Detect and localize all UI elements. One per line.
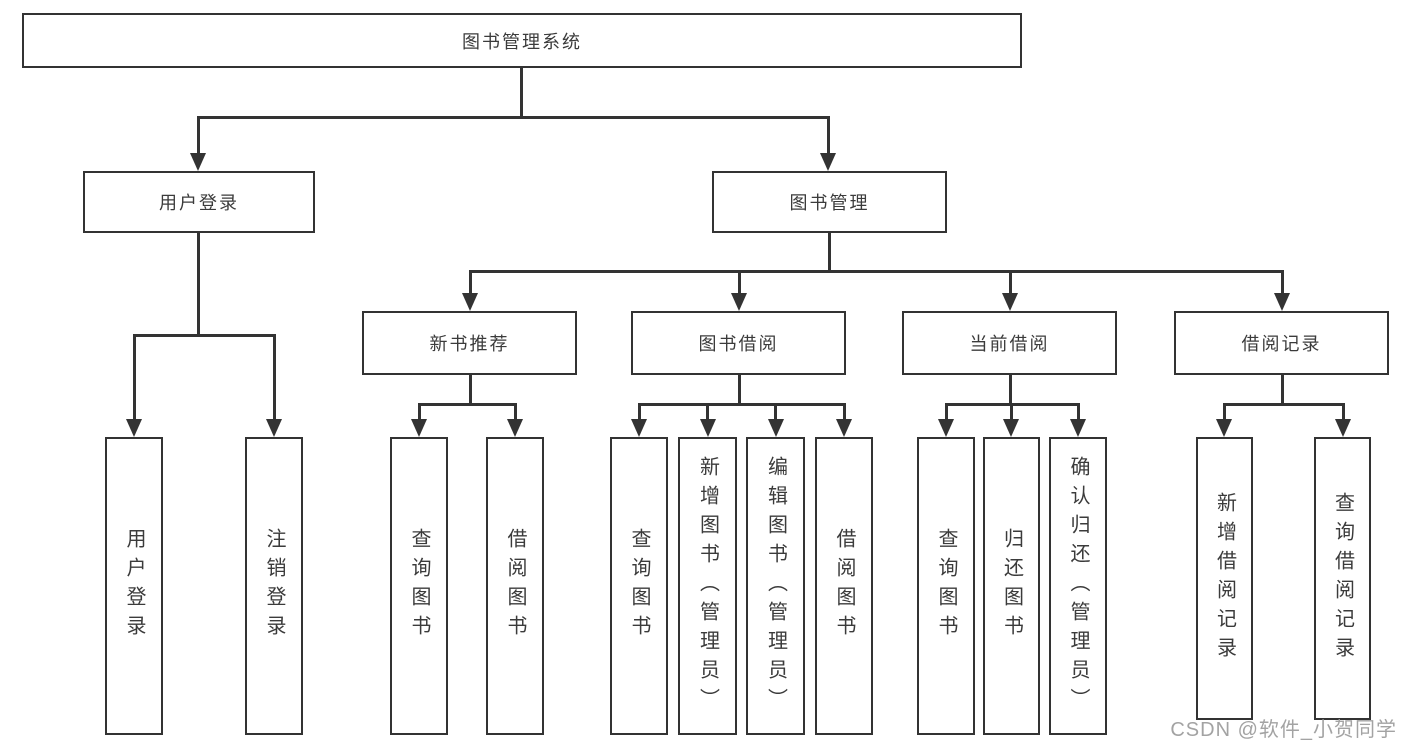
arrow-down-icon xyxy=(836,419,852,437)
node-book-management: 图书管理 xyxy=(712,171,947,233)
leaf-borrow-books: 借阅图书 xyxy=(815,437,873,735)
leaf-query-borrow-record: 查询借阅记录 xyxy=(1314,437,1371,720)
node-borrowing-records-label: 借阅记录 xyxy=(1241,334,1322,354)
connector-line xyxy=(469,270,1284,273)
connector-line xyxy=(945,403,948,423)
arrow-down-icon xyxy=(507,419,523,437)
node-user-login: 用户登录 xyxy=(83,171,315,233)
connector-line xyxy=(520,68,523,118)
connector-line xyxy=(738,270,741,296)
connector-line xyxy=(1077,403,1080,423)
arrow-down-icon xyxy=(631,419,647,437)
connector-line xyxy=(197,116,830,119)
leaf-return-book-label: 归还图书 xyxy=(1000,528,1023,644)
csdn-watermark: CSDN @软件_小贺同学 xyxy=(1170,719,1397,741)
node-new-book-recommendation-label: 新书推荐 xyxy=(429,334,510,354)
arrow-down-icon xyxy=(190,153,206,171)
leaf-query-borrow-record-label: 查询借阅记录 xyxy=(1331,491,1354,666)
connector-line xyxy=(1009,375,1012,406)
leaf-query-books-recommend: 查询图书 xyxy=(390,437,448,735)
arrow-down-icon xyxy=(1216,419,1232,437)
arrow-down-icon xyxy=(820,153,836,171)
node-book-management-label: 图书管理 xyxy=(789,193,870,213)
connector-line xyxy=(197,116,200,156)
leaf-query-books-current: 查询图书 xyxy=(917,437,975,735)
leaf-user-login: 用户登录 xyxy=(105,437,163,735)
node-book-borrowing-label: 图书借阅 xyxy=(698,334,779,354)
arrow-down-icon xyxy=(1070,419,1086,437)
connector-line xyxy=(738,375,741,406)
connector-line xyxy=(418,403,421,423)
node-borrowing-records: 借阅记录 xyxy=(1174,311,1389,375)
connector-line xyxy=(638,403,845,406)
arrow-down-icon xyxy=(1274,293,1290,311)
node-user-login-label: 用户登录 xyxy=(159,193,239,213)
leaf-return-book: 归还图书 xyxy=(983,437,1040,735)
arrow-down-icon xyxy=(126,419,142,437)
connector-line xyxy=(1342,403,1345,423)
leaf-add-borrow-record-label: 新增借阅记录 xyxy=(1213,491,1236,666)
connector-line xyxy=(514,403,517,423)
connector-line xyxy=(1223,403,1344,406)
leaf-confirm-return-admin-label: 确认归还（管理员） xyxy=(1067,455,1089,717)
leaf-query-books-borrow: 查询图书 xyxy=(610,437,668,735)
connector-line xyxy=(469,375,472,406)
leaf-logout-label: 注销登录 xyxy=(263,528,285,644)
connector-line xyxy=(197,233,200,336)
node-current-borrowing: 当前借阅 xyxy=(902,311,1117,375)
leaf-borrow-books-recommend: 借阅图书 xyxy=(486,437,544,735)
connector-line xyxy=(828,233,831,272)
connector-line xyxy=(1010,403,1013,423)
leaf-query-books-current-label: 查询图书 xyxy=(935,528,957,644)
connector-line xyxy=(1281,270,1284,296)
leaf-logout: 注销登录 xyxy=(245,437,303,735)
connector-line xyxy=(1281,375,1284,406)
node-new-book-recommendation: 新书推荐 xyxy=(362,311,577,375)
connector-line xyxy=(638,403,641,423)
leaf-borrow-books-recommend-label: 借阅图书 xyxy=(504,528,526,644)
arrow-down-icon xyxy=(938,419,954,437)
leaf-add-book-admin: 新增图书（管理员） xyxy=(678,437,737,735)
connector-line xyxy=(1223,403,1226,423)
leaf-add-book-admin-label: 新增图书（管理员） xyxy=(696,455,719,717)
leaf-edit-book-admin-label: 编辑图书（管理员） xyxy=(764,455,787,717)
connector-line xyxy=(774,403,777,423)
arrow-down-icon xyxy=(411,419,427,437)
arrow-down-icon xyxy=(1002,293,1018,311)
connector-line xyxy=(706,403,709,423)
node-book-borrowing: 图书借阅 xyxy=(631,311,846,375)
node-root-label: 图书管理系统 xyxy=(462,31,582,52)
arrow-down-icon xyxy=(462,293,478,311)
node-root-library-system: 图书管理系统 xyxy=(22,13,1022,68)
arrow-down-icon xyxy=(731,293,747,311)
connector-line xyxy=(843,403,846,423)
node-current-borrowing-label: 当前借阅 xyxy=(969,334,1050,354)
connector-line xyxy=(133,334,136,421)
leaf-edit-book-admin: 编辑图书（管理员） xyxy=(746,437,805,735)
arrow-down-icon xyxy=(700,419,716,437)
leaf-confirm-return-admin: 确认归还（管理员） xyxy=(1049,437,1107,735)
leaf-query-books-recommend-label: 查询图书 xyxy=(408,528,430,644)
arrow-down-icon xyxy=(768,419,784,437)
leaf-query-books-borrow-label: 查询图书 xyxy=(628,528,650,644)
arrow-down-icon xyxy=(1003,419,1019,437)
connector-line xyxy=(469,270,472,296)
arrow-down-icon xyxy=(266,419,282,437)
arrow-down-icon xyxy=(1335,419,1351,437)
connector-line xyxy=(1009,270,1012,296)
connector-line xyxy=(418,403,517,406)
leaf-add-borrow-record: 新增借阅记录 xyxy=(1196,437,1253,720)
connector-line xyxy=(827,116,830,156)
connector-line xyxy=(273,334,276,421)
connector-line xyxy=(133,334,275,337)
leaf-user-login-label: 用户登录 xyxy=(123,528,145,644)
leaf-borrow-books-label: 借阅图书 xyxy=(833,528,855,644)
